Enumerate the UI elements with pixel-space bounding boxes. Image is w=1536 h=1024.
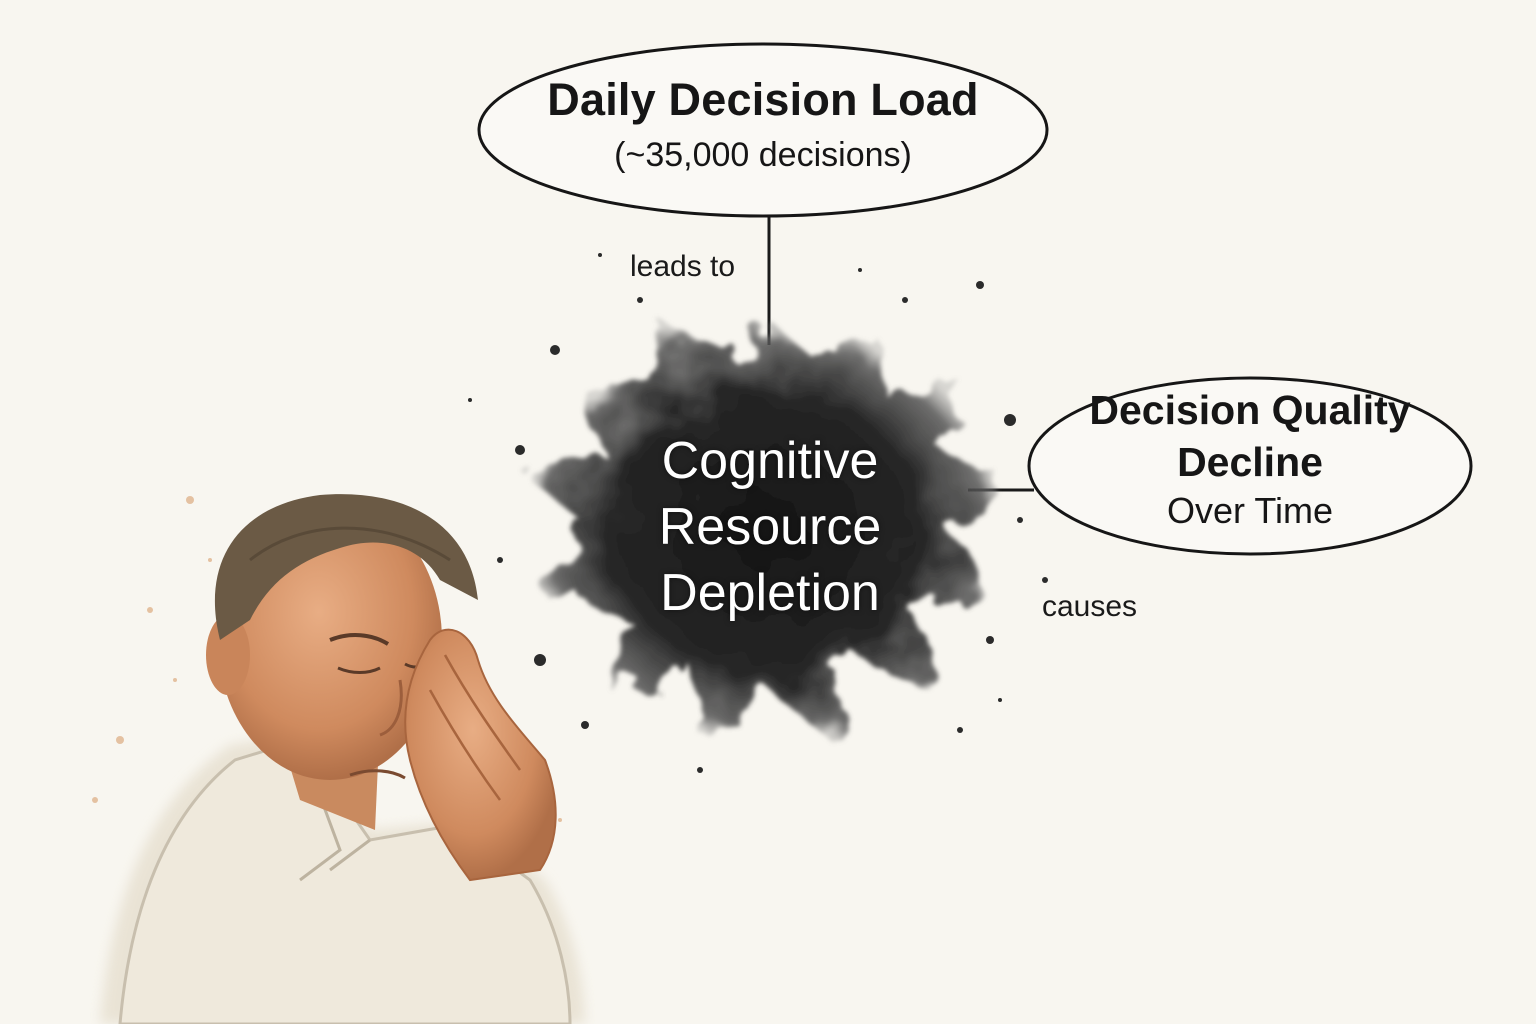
center-node-line: Cognitive: [661, 432, 879, 490]
stressed-man-illustration: [92, 494, 585, 1024]
center-node-text: Cognitive Resource Depletion: [560, 428, 980, 626]
top-node-ellipse: [477, 42, 1049, 218]
right-node-title: Decision Quality Decline: [1027, 384, 1473, 488]
center-node-line: Depletion: [660, 564, 880, 622]
right-node-title-line: Decision Quality: [1089, 387, 1411, 433]
top-node-title: Daily Decision Load: [547, 74, 979, 125]
top-node-subtitle: (~35,000 decisions): [614, 136, 912, 174]
right-node-subtitle: Over Time: [1166, 490, 1334, 531]
ink-splash: [468, 253, 1048, 773]
right-node-ellipse: [1027, 376, 1473, 556]
center-node-line: Resource: [658, 498, 882, 556]
right-node-title-line: Decline: [1177, 439, 1323, 485]
edge-label-leads-to: leads to: [630, 250, 736, 283]
edge-label-causes: causes: [1042, 590, 1138, 623]
